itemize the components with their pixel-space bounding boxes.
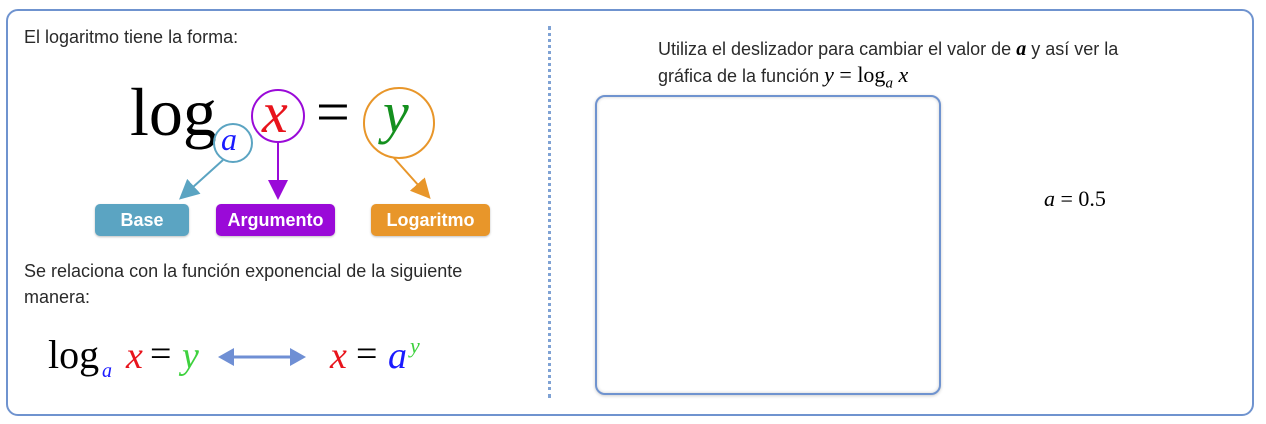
relation-base: a [102, 360, 112, 382]
slider-readout: a = 0.5 [1044, 186, 1106, 212]
double-arrow-icon [218, 348, 306, 366]
function-equals: = [839, 62, 852, 87]
intro-text: El logaritmo tiene la forma: [24, 27, 239, 47]
exp-equals: = [356, 333, 378, 375]
instruction-line2-text: gráfica de la función [658, 66, 820, 86]
relation-log: log [48, 332, 100, 377]
instruction-part1: Utiliza el deslizador para cambiar el va… [658, 39, 1012, 59]
slider-equals: = [1060, 186, 1073, 211]
exp-exponent: y [410, 333, 420, 358]
formula-equals: = [316, 79, 350, 145]
argument-tag: Argumento [216, 204, 335, 236]
slider-var: a [1044, 186, 1055, 211]
logarithm-circle [363, 87, 435, 159]
relation-text: Se relaciona con la función exponencial … [24, 261, 463, 307]
base-circle [213, 123, 253, 163]
instruction-line2: gráfica de la función y = loga x [658, 62, 908, 96]
instruction-line1: Utiliza el deslizador para cambiar el va… [658, 36, 1118, 62]
argument-circle [251, 89, 305, 143]
instruction-part2: y así ver la [1031, 39, 1119, 59]
function-formula: y = loga x [824, 62, 909, 91]
base-arrow [179, 159, 224, 200]
exp-x: x [330, 335, 347, 377]
relation-argument: x [126, 335, 143, 377]
logarithm-tag: Logaritmo [371, 204, 490, 236]
function-base: a [885, 75, 893, 92]
formula-annotations [179, 87, 435, 200]
formula-log: log [130, 74, 217, 150]
base-tag: Base [95, 204, 189, 236]
slider-value: 0.5 [1078, 186, 1106, 211]
formula-base: a [221, 121, 237, 157]
function-log: log [857, 62, 886, 87]
section-divider [548, 26, 551, 398]
function-x: x [898, 62, 909, 87]
graph-area[interactable] [595, 95, 941, 395]
relation-result: y [182, 335, 199, 377]
instruction-var: a [1016, 38, 1027, 60]
logarithm-arrow [393, 157, 431, 199]
exp-base: a [388, 335, 407, 377]
relation-equals: = [150, 333, 172, 375]
function-y: y [824, 62, 834, 87]
